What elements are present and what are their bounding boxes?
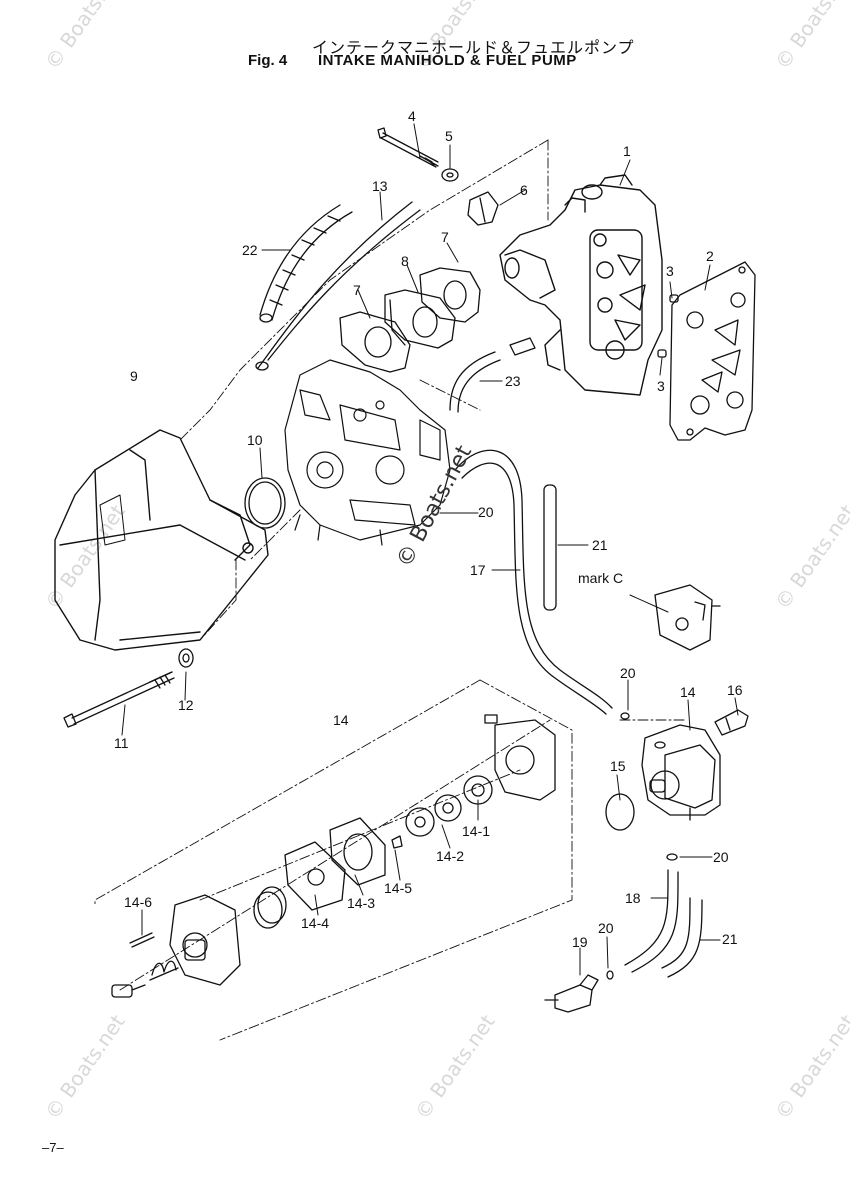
spacer-8 bbox=[384, 289, 456, 349]
clips-20 bbox=[606, 712, 678, 980]
air-silencer bbox=[54, 429, 269, 651]
fuel-hose-17 bbox=[454, 449, 613, 715]
callout-19: 19 bbox=[572, 934, 588, 950]
hose-21-lower bbox=[661, 897, 703, 978]
leader-lines bbox=[121, 123, 739, 976]
hose-18 bbox=[624, 869, 679, 973]
valve-plate bbox=[434, 794, 462, 822]
spring-ring bbox=[253, 886, 287, 929]
callout-mark-c: mark C bbox=[578, 570, 624, 586]
spiral-hose-22 bbox=[259, 204, 353, 323]
o-ring-15 bbox=[605, 793, 635, 831]
callout-18: 18 bbox=[625, 890, 641, 906]
callout-8: 8 bbox=[401, 253, 409, 269]
carburetor bbox=[284, 359, 451, 546]
callout-20c: 20 bbox=[713, 849, 729, 865]
diaphragm-14-1 bbox=[463, 775, 493, 805]
callout-14-4: 14-4 bbox=[301, 915, 330, 931]
callout-21a: 21 bbox=[592, 537, 608, 553]
fuel-pump-assembly bbox=[641, 724, 721, 821]
gasket-14-3 bbox=[329, 817, 386, 886]
callout-14-3: 14-3 bbox=[347, 895, 376, 911]
bolt-11 bbox=[63, 671, 175, 728]
nipple-16 bbox=[714, 709, 749, 736]
callout-9: 9 bbox=[130, 368, 138, 384]
cover-14-4 bbox=[284, 841, 346, 911]
callout-14-1: 14-1 bbox=[462, 823, 491, 839]
callout-21b: 21 bbox=[722, 931, 738, 947]
callout-6: 6 bbox=[520, 182, 528, 198]
callout-20b: 20 bbox=[620, 665, 636, 681]
alignment-lines bbox=[94, 139, 686, 1041]
callout-4: 4 bbox=[408, 108, 416, 124]
title-japanese: インテークマニホールド＆フュエルポンプ bbox=[312, 38, 635, 57]
callout-14b: 14 bbox=[680, 684, 696, 700]
callout-10: 10 bbox=[247, 432, 263, 448]
washer-5 bbox=[441, 168, 459, 182]
pump-plunger bbox=[111, 984, 146, 998]
callout-1: 1 bbox=[623, 143, 631, 159]
mark-c-detail bbox=[654, 584, 721, 651]
clip-6 bbox=[467, 191, 499, 226]
o-ring-10 bbox=[244, 477, 286, 529]
callout-22: 22 bbox=[242, 242, 258, 258]
diaphragm-14-2 bbox=[405, 807, 435, 837]
gasket-7-lower bbox=[339, 311, 411, 373]
callout-12: 12 bbox=[178, 697, 194, 713]
callout-14-6: 14-6 bbox=[124, 894, 153, 910]
pump-spring bbox=[149, 960, 179, 981]
hose-13 bbox=[255, 201, 421, 371]
intake-manifold bbox=[499, 174, 663, 396]
callout-14a: 14 bbox=[333, 712, 349, 728]
callout-3a: 3 bbox=[666, 263, 674, 279]
washer-12 bbox=[178, 648, 194, 668]
callout-7a: 7 bbox=[441, 229, 449, 245]
title-english: INTAKE MANIHOLD & FUEL PUMP bbox=[318, 52, 577, 69]
callout-16: 16 bbox=[727, 682, 743, 698]
callout-20d: 20 bbox=[598, 920, 614, 936]
callout-2: 2 bbox=[706, 248, 714, 264]
callout-7b: 7 bbox=[353, 282, 361, 298]
dowel-pins bbox=[657, 294, 679, 358]
hose-23 bbox=[449, 337, 536, 413]
figure-label: Fig. 4 bbox=[248, 52, 288, 69]
callout-17: 17 bbox=[470, 562, 486, 578]
callout-20a: 20 bbox=[478, 504, 494, 520]
page-number: –7– bbox=[42, 1140, 64, 1155]
callout-5: 5 bbox=[445, 128, 453, 144]
screw-14-6 bbox=[129, 932, 155, 948]
callout-14-2: 14-2 bbox=[436, 848, 465, 864]
connector-19 bbox=[544, 974, 599, 1013]
screw-14-5 bbox=[391, 835, 403, 849]
callout-11: 11 bbox=[114, 735, 129, 751]
callout-3b: 3 bbox=[657, 378, 665, 394]
callout-13: 13 bbox=[372, 178, 388, 194]
long-bolt bbox=[377, 127, 439, 168]
pump-body-lower bbox=[169, 894, 241, 986]
hose-21-upper bbox=[543, 484, 557, 611]
callout-23: 23 bbox=[505, 373, 521, 389]
manifold-gasket bbox=[669, 261, 756, 441]
callout-15: 15 bbox=[610, 758, 626, 774]
callout-14-5: 14-5 bbox=[384, 880, 413, 896]
pump-body-upper bbox=[484, 714, 556, 801]
